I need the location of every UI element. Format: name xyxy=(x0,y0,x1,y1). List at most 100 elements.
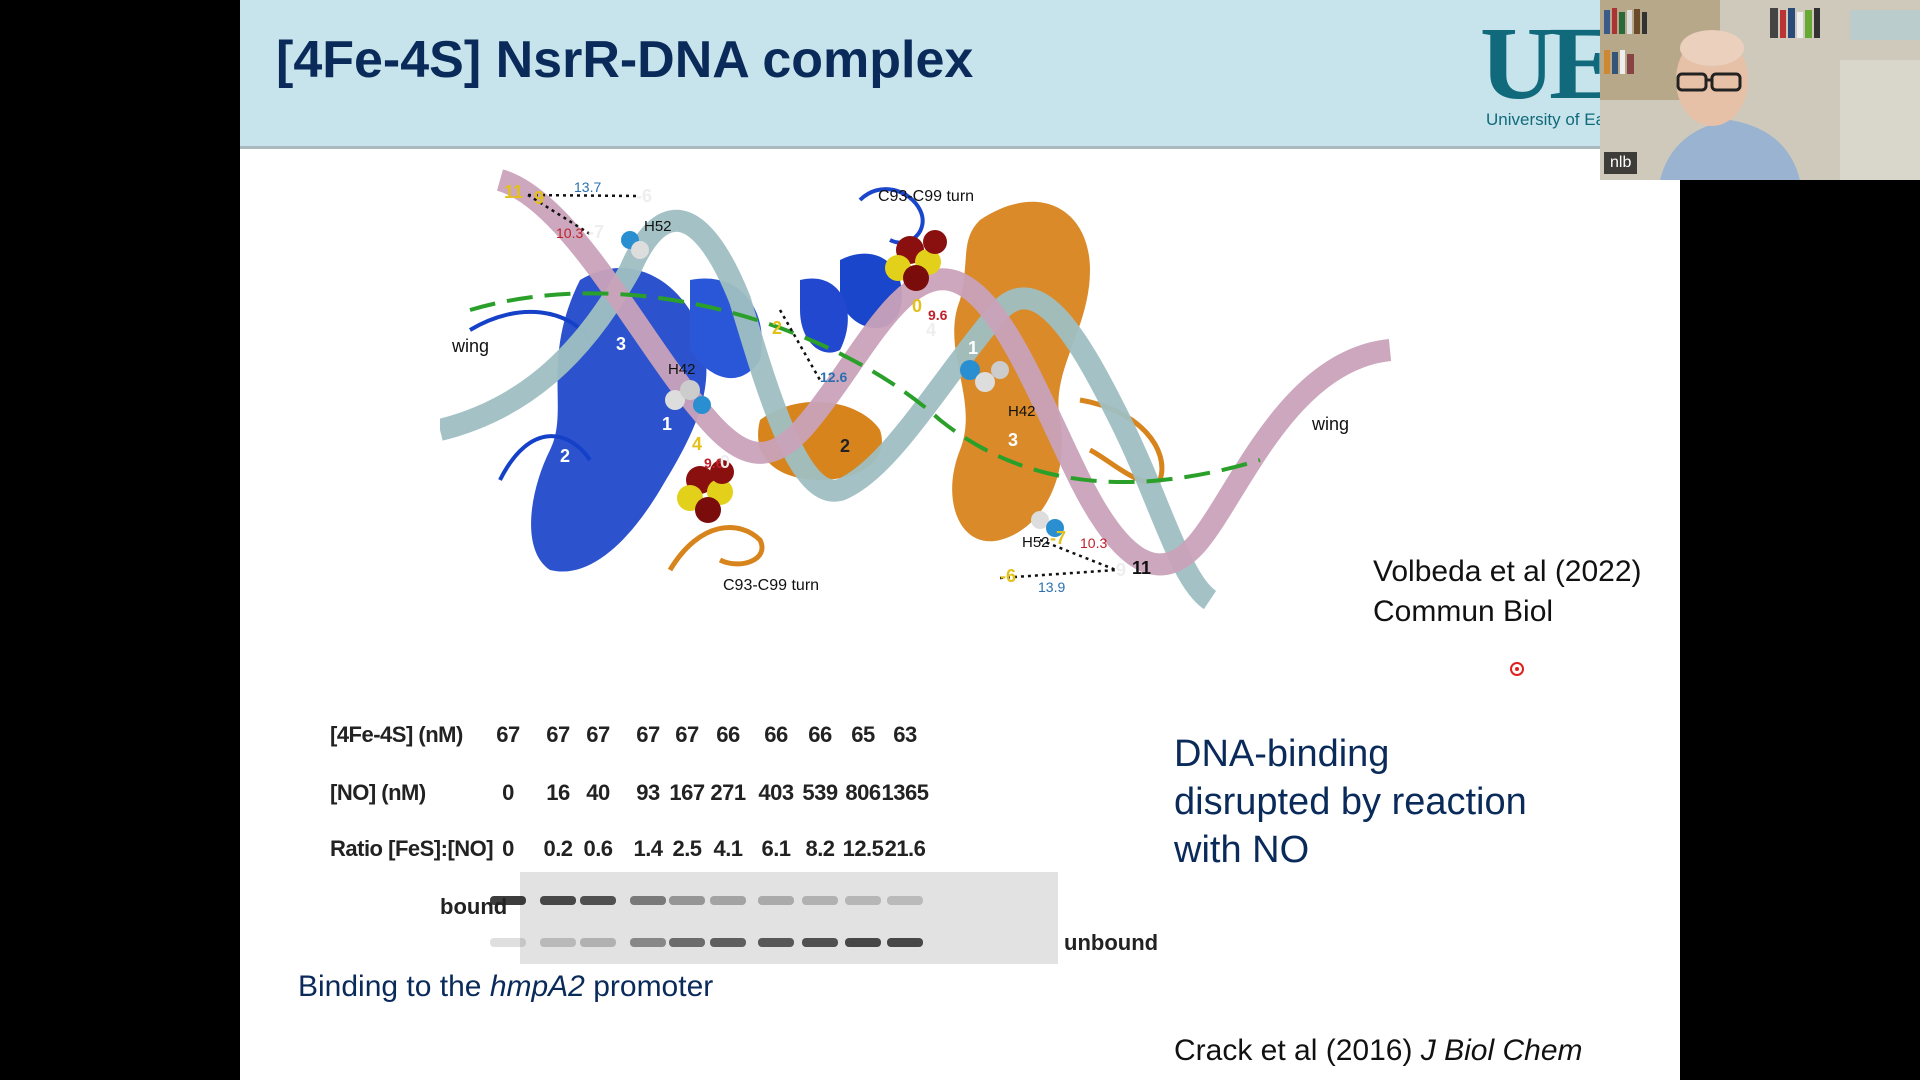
gel-cell: 65 xyxy=(851,722,875,747)
gel-cell: 0 xyxy=(502,780,514,805)
gel-bound-band xyxy=(802,896,838,905)
citation-volbeda: Volbeda et al (2022) Commun Biol xyxy=(1373,552,1642,632)
slide-title: [4Fe-4S] NsrR-DNA complex xyxy=(276,31,974,89)
gel-caption-suffix: promoter xyxy=(584,970,714,1003)
gel-unbound-band xyxy=(490,938,526,947)
gel-cell: 4.1 xyxy=(713,836,743,861)
turn-label-bottom: C93-C99 turn xyxy=(723,577,819,594)
gel-unbound-band xyxy=(887,938,923,947)
residue-2-a: 2 xyxy=(772,318,782,338)
participant-name-label: nlb xyxy=(1604,152,1638,174)
gel-bound-band xyxy=(887,896,923,905)
h42-label-left: H42 xyxy=(668,361,696,378)
logo-mark: UE xyxy=(1480,14,1619,121)
distance-13-7: 13.7 xyxy=(574,179,601,195)
gel-cell: 1365 xyxy=(881,780,929,805)
gel-bound-band xyxy=(490,896,526,905)
gel-row-label: [NO] (nM) xyxy=(330,780,426,805)
slide: [4Fe-4S] NsrR-DNA complex UE University … xyxy=(240,0,1680,1080)
residue-m6-top: -6 xyxy=(636,186,652,206)
emsa-gel-image xyxy=(490,872,1058,964)
residue-11-bottom: 11 xyxy=(1132,558,1151,578)
residue-m6-bottom: -6 xyxy=(1000,566,1016,586)
residue-2-b: 2 xyxy=(840,436,850,456)
helix-1-right: 1 xyxy=(968,338,978,358)
histidine-spheres xyxy=(621,231,1064,537)
gel-unbound-band xyxy=(630,938,666,947)
participant-figure xyxy=(1660,30,1800,180)
residue-11-top: 11 xyxy=(504,182,523,202)
residue-0-left: 0 xyxy=(720,452,730,472)
gel-cell: 67 xyxy=(496,722,520,747)
wing-label-right: wing xyxy=(1311,414,1349,434)
gel-cell: 0.2 xyxy=(543,836,573,861)
gel-cell: 66 xyxy=(808,722,832,747)
gel-cell: 0 xyxy=(502,836,514,861)
citation-volbeda-line1: Volbeda et al (2022) xyxy=(1373,555,1642,588)
gel-cell: 403 xyxy=(758,780,794,805)
bound-label: bound xyxy=(440,894,508,919)
gel-bound-band xyxy=(630,896,666,905)
helix-2-left: 2 xyxy=(560,446,570,466)
unbound-label: unbound xyxy=(1064,930,1159,955)
distance-12-6: 12.6 xyxy=(820,369,847,385)
nsrr-dna-structure-figure: wing wing C93-C99 turn C93-C99 turn H52 … xyxy=(440,169,1392,610)
gel-cell: 93 xyxy=(636,780,660,805)
gel-cell: 67 xyxy=(546,722,570,747)
distance-10-3-top: 10.3 xyxy=(556,225,583,241)
gel-unbound-band xyxy=(802,938,838,947)
gel-unbound-band xyxy=(710,938,746,947)
conclusion-text: DNA-binding disrupted by reaction with N… xyxy=(1174,730,1574,874)
gel-unbound-band xyxy=(758,938,794,947)
participant-video-tile[interactable]: nlb xyxy=(1600,0,1920,180)
logo-caption: University of Ea xyxy=(1486,110,1606,129)
gel-unbound-band xyxy=(540,938,576,947)
citation-volbeda-line2: Commun Biol xyxy=(1373,595,1554,628)
h42-label-right: H42 xyxy=(1008,403,1036,420)
gel-cell: 539 xyxy=(802,780,838,805)
gel-cell: 271 xyxy=(710,780,746,805)
fe-s-cluster-top xyxy=(885,230,947,291)
gel-bound-band xyxy=(540,896,576,905)
laser-pointer-icon xyxy=(1510,662,1524,676)
gel-cell: 167 xyxy=(669,780,705,805)
residue-9-top: 9 xyxy=(534,188,544,208)
gel-cell: 12.5 xyxy=(842,836,884,861)
gel-cell: 21.6 xyxy=(884,836,926,861)
citation-crack-journal: J Biol Chem xyxy=(1420,1034,1583,1067)
helix-3-left: 3 xyxy=(616,334,626,354)
helix-3-right: 3 xyxy=(1008,430,1018,450)
distance-9-6-bottom: 9.6 xyxy=(704,455,724,471)
residue-0-right: 0 xyxy=(912,296,922,316)
helix-1-left: 1 xyxy=(662,414,672,434)
helix-2-right: 2 xyxy=(1088,300,1098,320)
gel-cell: 6.1 xyxy=(761,836,791,861)
gel-cell: 2.5 xyxy=(672,836,702,861)
citation-crack: Crack et al (2016) J Biol Chem xyxy=(1174,1034,1583,1068)
gel-cell: 63 xyxy=(893,722,917,747)
gel-bound-band xyxy=(710,896,746,905)
participant-video-feed xyxy=(1600,0,1920,180)
distance-13-9: 13.9 xyxy=(1038,579,1065,595)
residue-m7-bottom: -7 xyxy=(1050,528,1066,548)
residue-m7-top: -7 xyxy=(588,222,604,242)
gel-row-label: [4Fe-4S] (nM) xyxy=(330,722,463,747)
gel-cell: 67 xyxy=(586,722,610,747)
gel-cell: 16 xyxy=(546,780,570,805)
residue-9-bottom: 9 xyxy=(1116,560,1126,580)
h52-label-bottom: H52 xyxy=(1022,534,1050,551)
gel-cell: 1.4 xyxy=(633,836,663,861)
conclusion-line1: DNA-binding xyxy=(1174,733,1390,775)
dna-axis-line xyxy=(469,291,1261,485)
citation-crack-authors: Crack et al (2016) xyxy=(1174,1034,1421,1067)
gel-cell: 0.6 xyxy=(583,836,613,861)
distance-lines xyxy=(527,193,1117,580)
distance-9-6-top: 9.6 xyxy=(928,307,948,323)
gel-bound-band xyxy=(758,896,794,905)
conclusion-line3: with NO xyxy=(1174,829,1310,871)
gel-cell: 66 xyxy=(716,722,740,747)
gel-cell: 67 xyxy=(636,722,660,747)
conclusion-line2: disrupted by reaction xyxy=(1174,781,1527,823)
gel-bound-band xyxy=(845,896,881,905)
gel-unbound-band xyxy=(845,938,881,947)
